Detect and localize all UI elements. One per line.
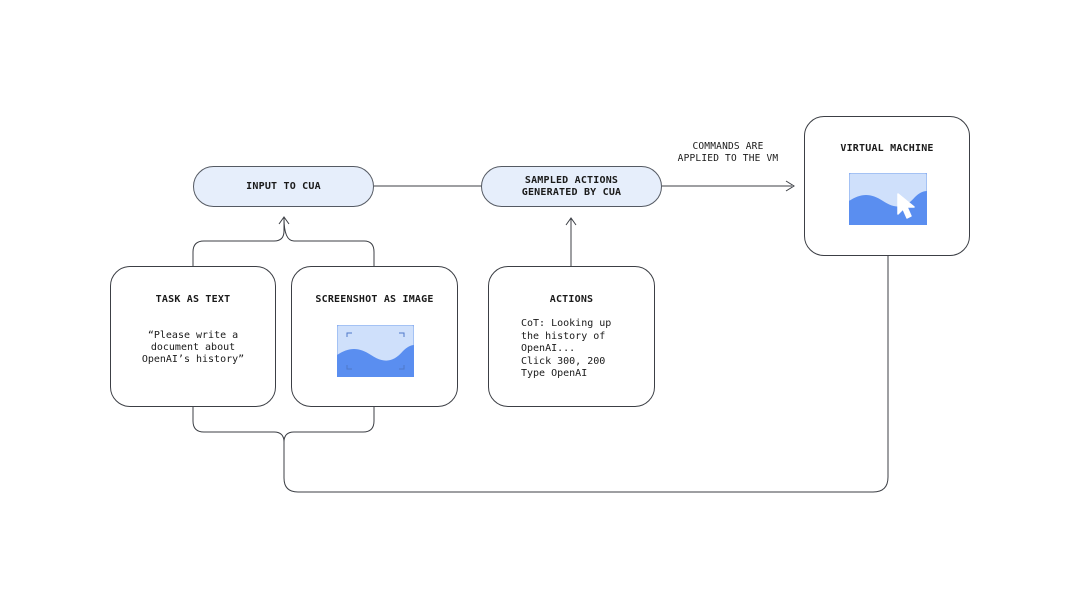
input-to-cua-label: INPUT TO CUA: [246, 180, 321, 192]
screenshot-card-title: SCREENSHOT AS IMAGE: [315, 294, 434, 305]
sampled-actions-pill: SAMPLED ACTIONS GENERATED BY CUA: [481, 166, 662, 207]
top-brace: [192, 217, 375, 266]
vm-arrowhead: [785, 180, 795, 192]
virtual-machine-card: VIRTUAL MACHINE: [804, 116, 970, 256]
bottom-brace-right: [283, 407, 375, 443]
input-arrowhead: [278, 216, 290, 225]
input-to-cua-pill: INPUT TO CUA: [193, 166, 374, 207]
sampled-actions-label: SAMPLED ACTIONS GENERATED BY CUA: [521, 174, 622, 198]
feedback-loop-line: [192, 256, 889, 493]
actions-card-body: CoT: Looking up the history of OpenAI...…: [521, 318, 612, 379]
commands-applied-label: COMMANDS ARE APPLIED TO THE VM: [677, 141, 779, 164]
actions-card-title: ACTIONS: [549, 294, 594, 305]
task-card-title: TASK AS TEXT: [155, 294, 231, 305]
screenshot-as-image-card: SCREENSHOT AS IMAGE: [291, 266, 458, 407]
task-as-text-card: TASK AS TEXT “Please write a document ab…: [110, 266, 276, 407]
sampled-arrowhead: [565, 217, 577, 226]
vm-card-title: VIRTUAL MACHINE: [840, 143, 934, 154]
actions-card: ACTIONS CoT: Looking up the history of O…: [488, 266, 655, 407]
screenshot-thumbnail-icon: [337, 325, 414, 377]
cursor-icon: [897, 193, 915, 219]
task-quote: “Please write a document about OpenAI’s …: [141, 330, 245, 365]
